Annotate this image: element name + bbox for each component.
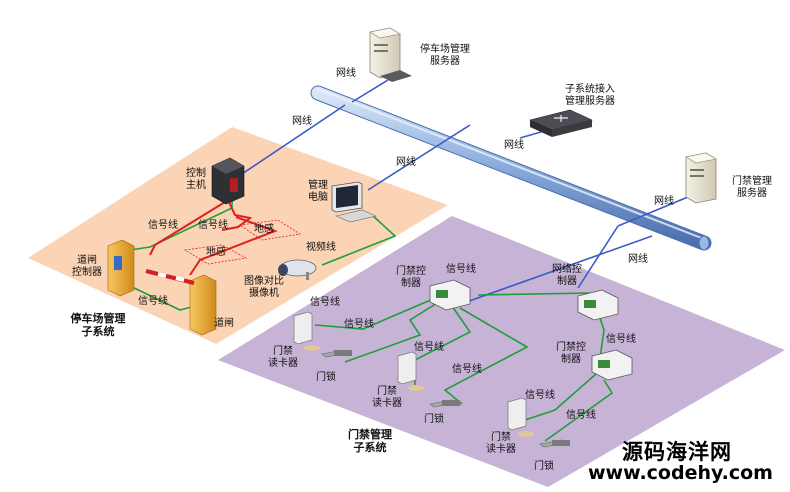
- door-controller-1-label: 门禁控 制器: [396, 266, 426, 289]
- door-lock-3-label: 门锁: [534, 461, 554, 472]
- network-controller: [577, 289, 619, 321]
- network-controller-label: 网络控 制器: [552, 264, 582, 287]
- door-lock-1: [321, 349, 352, 358]
- card-reader-3-label: 门禁 读卡器: [486, 432, 516, 455]
- video-line-label: 视频线: [306, 242, 336, 253]
- subsystem-switch: [529, 109, 593, 137]
- control-host: [211, 157, 245, 205]
- signal-line-label: 信号线: [138, 296, 168, 307]
- parking-server: [369, 27, 412, 82]
- access-server-label: 门禁管理 服务器: [732, 176, 772, 199]
- door-lock-1-label: 门锁: [316, 372, 336, 383]
- card-reader-2: [397, 351, 424, 391]
- ground-sense-2-label: 地感: [206, 247, 226, 258]
- access-zone: [218, 216, 785, 487]
- signal-line-label: 信号线: [310, 297, 340, 308]
- network-line-label: 网线: [396, 157, 416, 168]
- network-lines: [235, 79, 701, 306]
- network-line-label: 网线: [504, 140, 524, 151]
- network-line-label: 网线: [654, 196, 674, 207]
- network-backbone: [310, 85, 712, 251]
- door-controller-1: [429, 279, 471, 311]
- watermark-url: www.codehy.com: [588, 462, 773, 484]
- gate-barrier: [145, 269, 217, 336]
- door-lock-2: [429, 399, 460, 408]
- control-host-label: 控制 主机: [186, 168, 206, 191]
- signal-line-label: 信号线: [606, 334, 636, 345]
- ground-sense-1-label: 地感: [254, 224, 274, 235]
- access-signal-lines: [314, 292, 614, 442]
- network-line-label: 网线: [336, 68, 356, 79]
- parking-server-label: 停车场管理 服务器: [420, 44, 470, 67]
- gate-label: 道闸: [214, 318, 234, 329]
- signal-line-label: 信号线: [344, 319, 374, 330]
- signal-line-label: 信号线: [198, 220, 228, 231]
- gate-controller-label: 道闸 控制器: [72, 255, 102, 278]
- card-reader-1: [293, 311, 320, 351]
- parking-lines: [129, 195, 397, 311]
- signal-line-label: 信号线: [452, 364, 482, 375]
- signal-line-label: 信号线: [148, 220, 178, 231]
- door-controller-2: [591, 349, 633, 381]
- management-pc-label: 管理 电脑: [308, 180, 328, 203]
- signal-line-label: 信号线: [525, 390, 555, 401]
- access-subsystem-title: 门禁管理 子系统: [348, 428, 392, 454]
- signal-line-label: 信号线: [414, 342, 444, 353]
- subsystem-server-label: 子系统接入 管理服务器: [565, 84, 615, 107]
- camera-label: 图像对比 摄像机: [244, 276, 284, 299]
- network-line-label: 网线: [292, 116, 312, 127]
- watermark-name: 源码海洋网: [622, 440, 732, 464]
- card-reader-1-label: 门禁 读卡器: [268, 346, 298, 369]
- door-controller-2-label: 门禁控 制器: [556, 342, 586, 365]
- parking-subsystem-title: 停车场管理 子系统: [70, 312, 126, 338]
- management-pc: [331, 181, 377, 223]
- signal-line-label: 信号线: [446, 264, 476, 275]
- gate-controller: [107, 239, 135, 297]
- signal-line-label: 信号线: [566, 410, 596, 421]
- door-lock-2-label: 门锁: [424, 414, 444, 425]
- card-reader-2-label: 门禁 读卡器: [372, 386, 402, 409]
- network-line-label: 网线: [628, 254, 648, 265]
- access-server: [685, 152, 717, 204]
- door-lock-3: [539, 439, 570, 448]
- card-reader-3: [507, 397, 534, 437]
- camera: [278, 259, 317, 280]
- ground-sense-boxes: [183, 219, 302, 265]
